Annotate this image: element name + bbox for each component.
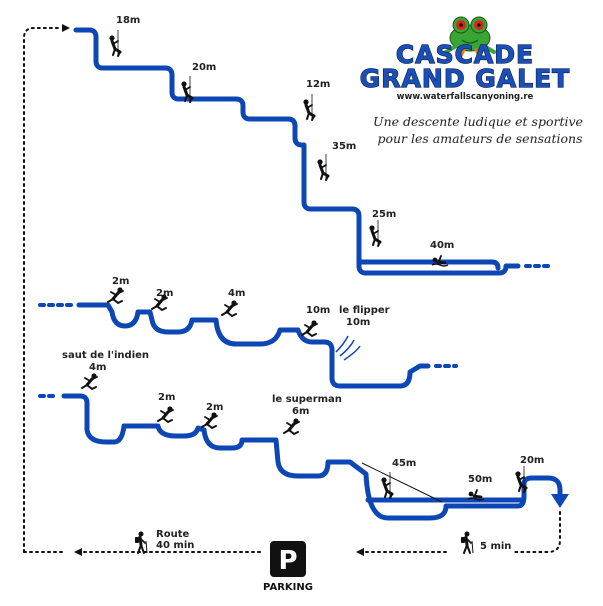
jumping-person-icon [156,404,175,424]
jump-label: 2m [112,276,129,287]
tagline-line2: pour les amateurs de sensations [377,131,582,146]
parking-icon: P [270,541,306,577]
slide-label: 45m [392,458,416,469]
jump-label: 10m [306,305,330,316]
jumping-person-icon [220,298,239,318]
jump-label: 2m [206,402,223,413]
swim-label: 40m [430,240,454,251]
title-line1: CASCADE [396,40,534,69]
indien-height: 4m [89,362,106,373]
website-text: www.waterfallscanyoning.re [397,92,534,102]
route-left-line2: 40 min [156,540,194,551]
indien-name: saut de l'indien [62,350,149,361]
trail-arrow-icon [62,24,70,32]
drop-label: 20m [192,62,216,73]
superman-name: le superman [272,394,342,405]
rappel-person-icon [107,28,122,58]
title-block: CASCADE GRAND GALET www.waterfallscanyon… [359,16,583,146]
rappel-person-icon [301,92,316,122]
frog-logo-icon [444,16,496,60]
jump-label: 4m [228,288,245,299]
flipper-name: le flipper [339,305,390,316]
toboggan-line [361,462,443,503]
flipper-height: 10m [346,317,370,328]
hiker-icon [459,530,475,555]
river-section-2 [76,302,431,389]
down-arrow-icon [551,494,569,508]
parking-symbol: P [278,546,297,576]
rappel-person-icon [379,470,394,500]
approach-trails [23,27,561,553]
drop-label: 20m [520,455,544,466]
title-line2: GRAND GALET [360,64,570,93]
tagline-line1: Une descente ludique et sportive [373,114,583,129]
river-section-3 [61,393,563,521]
drop-label: 18m [116,15,140,26]
drop-label: 25m [372,209,396,220]
river-section-1 [73,27,521,276]
hiker-icon [133,530,149,555]
flipper-splash [335,335,361,361]
rappel-person-icon [315,152,330,182]
jumping-person-icon [282,416,301,436]
jumping-person-icon [300,318,319,338]
route-left-line1: Route [156,529,189,540]
jumping-person-icon [80,371,99,391]
route-right-label: 5 min [480,541,511,552]
drop-label: 35m [332,141,356,152]
river-section-2-dots [38,303,458,368]
jump-label: 2m [156,288,173,299]
jumping-person-icon [200,410,219,430]
jump-label: 2m [158,392,175,403]
parking-label: PARKING [263,582,313,593]
rappel-person-icon [367,218,382,248]
trail-arrow-icon [74,548,82,556]
jumping-person-icon [106,285,125,305]
trail-arrow-icon [356,548,364,556]
superman-height: 6m [292,406,309,417]
swim-label: 50m [468,474,492,485]
drop-label: 12m [306,79,330,90]
